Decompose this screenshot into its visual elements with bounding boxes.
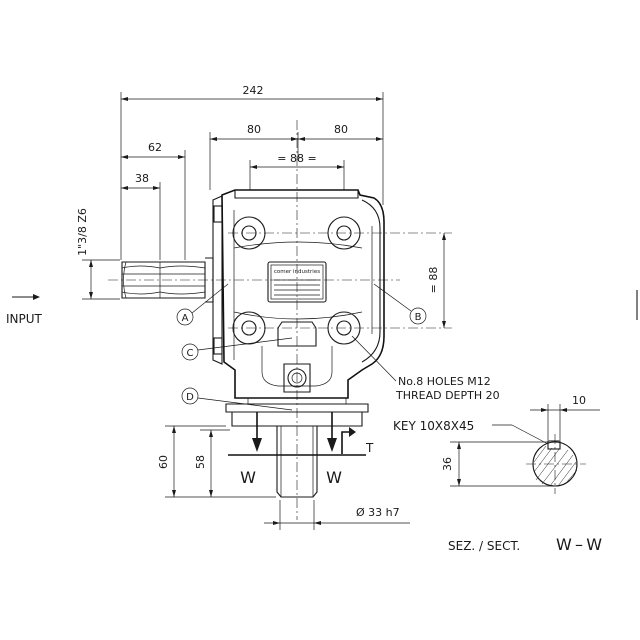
dim-half-left: 80 — [247, 123, 261, 136]
dim-height-partial: 58 — [194, 455, 207, 469]
height-dimensions: 60 58 — [157, 425, 276, 498]
t-mark: T — [365, 441, 374, 455]
dim-height-total: 60 — [157, 455, 170, 469]
input-shaft-dimensions: 1"3/8 Z6 — [76, 208, 120, 300]
holes-note-line2: THREAD DEPTH 20 — [395, 389, 500, 402]
callout-c: C — [181, 337, 293, 361]
key-spec-label: KEY 10X8X45 — [393, 419, 474, 433]
svg-text:D: D — [186, 392, 194, 403]
svg-text:C: C — [187, 348, 194, 359]
dim-spline-length: 38 — [135, 172, 149, 185]
gearbox-housing: comer industries — [212, 120, 452, 520]
top-dimensions: 242 80 80 = 88 = 62 38 — [120, 84, 384, 260]
dim-output-diameter: Ø 33 h7 — [356, 506, 400, 519]
section-mark-right: W — [326, 468, 342, 487]
dim-spline-spec: 1"3/8 Z6 — [76, 208, 89, 256]
section-mark-left: W — [240, 468, 256, 487]
input-spline-shaft — [108, 257, 400, 303]
callouts: A B C D — [176, 283, 427, 411]
callout-a: A — [176, 283, 229, 326]
dim-key-depth: 36 — [441, 457, 454, 471]
callout-d: D — [181, 387, 293, 411]
input-label: INPUT — [6, 312, 43, 326]
section-title-text: SEZ. / SECT. — [448, 539, 520, 553]
dim-bolt-spacing-v: = 88 — [427, 267, 440, 294]
output-shaft — [276, 425, 318, 498]
right-bolt-dimension: = 88 — [427, 233, 446, 328]
dim-half-right: 80 — [334, 123, 348, 136]
svg-text:B: B — [415, 312, 422, 323]
callout-b: B — [373, 283, 427, 325]
holes-note: No.8 HOLES M12 THREAD DEPTH 20 — [351, 335, 500, 402]
dim-overall-width: 242 — [243, 84, 264, 97]
section-marker: W W T — [228, 412, 374, 487]
svg-text:A: A — [182, 313, 189, 324]
holes-note-line1: No.8 HOLES M12 — [398, 375, 491, 388]
section-view-ww: 10 36 KEY 10X8X45 — [393, 394, 600, 494]
dim-shaft-offset: 62 — [148, 141, 162, 154]
output-diameter-dimension: Ø 33 h7 — [264, 500, 410, 530]
section-title-id: W – W — [556, 535, 602, 554]
input-indicator: INPUT — [6, 294, 43, 326]
dim-key-width: 10 — [572, 394, 586, 407]
section-title: SEZ. / SECT. W – W — [448, 535, 602, 554]
